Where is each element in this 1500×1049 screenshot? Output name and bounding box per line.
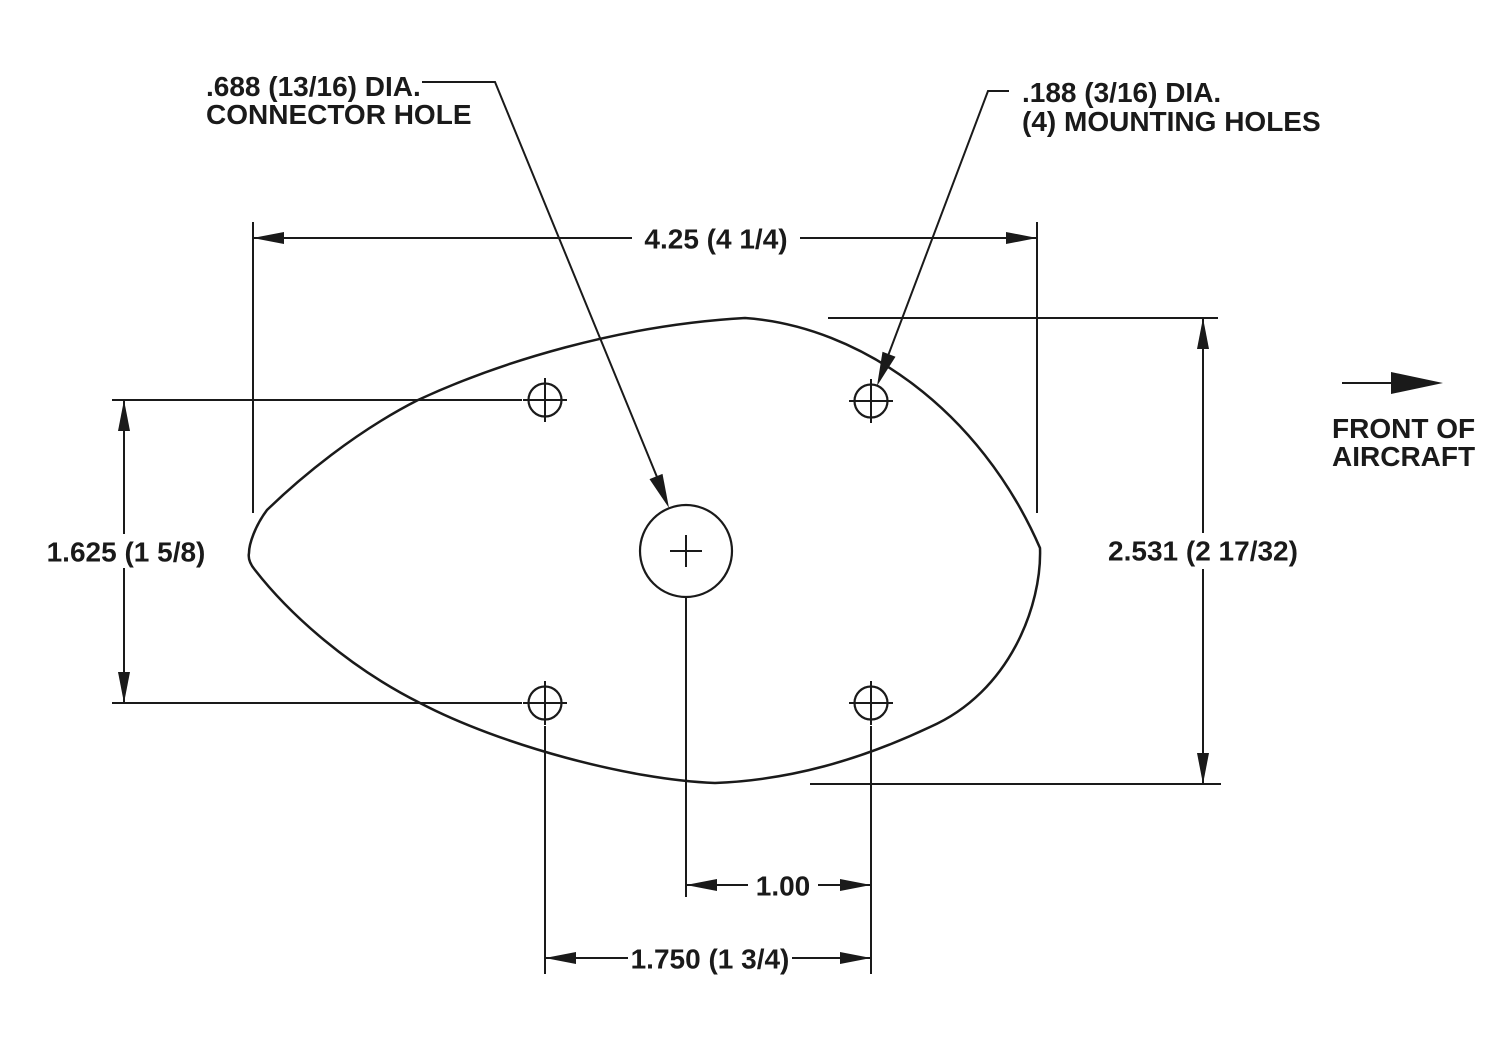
arrowhead-left xyxy=(686,879,717,891)
dimension-overall-width-text: 4.25 (4 1/4) xyxy=(644,224,787,255)
arrowhead-down xyxy=(118,672,130,703)
orientation-note-line1: FRONT OF xyxy=(1332,413,1475,444)
mounting-hole-bottom-right xyxy=(849,681,893,725)
callout-mounting-holes-line2: (4) MOUNTING HOLES xyxy=(1022,106,1321,137)
dimension-mount-column-spacing: 1.750 (1 3/4) xyxy=(545,941,871,975)
arrowhead-down xyxy=(1197,753,1209,784)
leader-arrowhead xyxy=(649,473,669,508)
callout-connector-hole-line2: CONNECTOR HOLE xyxy=(206,99,472,130)
callout-mounting-holes: .188 (3/16) DIA. (4) MOUNTING HOLES xyxy=(877,77,1321,386)
callout-connector-hole: .688 (13/16) DIA. CONNECTOR HOLE xyxy=(206,71,669,508)
arrowhead-up xyxy=(1197,318,1209,349)
arrowhead-left xyxy=(545,952,576,964)
mounting-hole-top-right xyxy=(849,379,893,423)
orientation-note-line2: AIRCRAFT xyxy=(1332,441,1475,472)
connector-hole xyxy=(638,503,734,599)
antenna-baseplate-outline xyxy=(247,316,1042,785)
mounting-hole-bottom-left xyxy=(523,681,567,725)
dimension-connector-offset: 1.00 xyxy=(686,868,871,902)
dimension-mount-column-spacing-text: 1.750 (1 3/4) xyxy=(631,944,790,975)
dimension-mount-row-spacing-text: 1.625 (1 5/8) xyxy=(47,537,206,568)
dimension-mount-row-spacing: 1.625 (1 5/8) xyxy=(42,399,522,704)
arrowhead-right xyxy=(840,879,871,891)
arrowhead-left xyxy=(253,232,284,244)
mounting-hole-top-left xyxy=(523,378,567,422)
arrowhead-right xyxy=(840,952,871,964)
arrowhead-up xyxy=(118,400,130,431)
callout-mounting-holes-line1: .188 (3/16) DIA. xyxy=(1022,77,1221,108)
callout-connector-hole-line1: .688 (13/16) DIA. xyxy=(206,71,421,102)
dimension-overall-height-text: 2.531 (2 17/32) xyxy=(1108,536,1298,567)
dimension-overall-height: 2.531 (2 17/32) xyxy=(810,317,1303,785)
arrowhead-right xyxy=(1006,232,1037,244)
front-direction-arrow-icon xyxy=(1391,372,1443,394)
leader-arrowhead xyxy=(877,351,896,386)
dimension-overall-width: 4.25 (4 1/4) xyxy=(252,220,1038,513)
orientation-note: FRONT OF AIRCRAFT xyxy=(1332,372,1475,472)
dimension-connector-offset-text: 1.00 xyxy=(756,871,811,902)
